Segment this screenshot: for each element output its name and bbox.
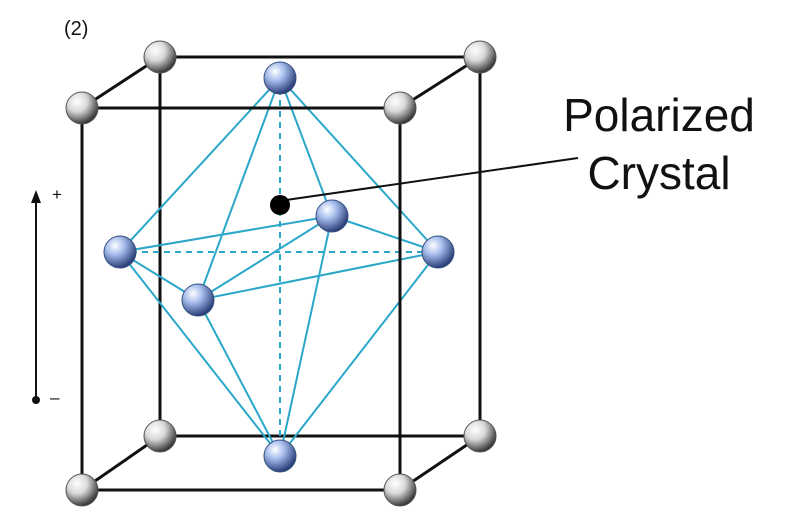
- bond-bottom-left: [119, 251, 281, 457]
- corner-atom-front-top-left: [65, 91, 99, 125]
- octahedron-atom-left: [103, 235, 137, 269]
- bond-bottom-front: [197, 299, 281, 457]
- callout-label: Polarized Crystal: [528, 86, 790, 202]
- polarization-minus-label: –: [50, 388, 60, 407]
- bond-front-back: [197, 215, 333, 301]
- polarization-arrow: [31, 190, 41, 404]
- callout-line-1: Polarized: [563, 89, 755, 141]
- bond-left-back: [119, 215, 333, 253]
- figure-label: (2): [64, 18, 89, 40]
- polarization-arrow-tail-dot: [32, 396, 40, 404]
- bond-front-right: [197, 251, 439, 301]
- corner-atoms: [65, 40, 497, 507]
- corner-atom-back-top-right: [463, 40, 497, 74]
- bond-bottom-back: [279, 215, 333, 457]
- bond-top-left: [119, 77, 281, 253]
- back-face: [158, 55, 482, 438]
- octahedron-atom-top: [263, 61, 297, 95]
- octahedron-dashed-lines: [120, 78, 438, 456]
- central-atom: [270, 195, 290, 215]
- corner-atom-back-bottom-right: [463, 419, 497, 453]
- octahedron-atom-front: [181, 283, 215, 317]
- octahedron-atoms: [103, 61, 455, 473]
- bond-back-right: [331, 215, 439, 253]
- bond-bottom-right: [279, 251, 439, 457]
- polarization-plus-label: +: [52, 185, 62, 204]
- corner-atom-front-bottom-left: [65, 473, 99, 507]
- octahedron-atom-back: [315, 199, 349, 233]
- bond-top-back: [279, 77, 333, 217]
- corner-atom-front-bottom-right: [383, 473, 417, 507]
- corner-atom-front-top-right: [383, 91, 417, 125]
- corner-atom-back-bottom-left: [143, 419, 177, 453]
- callout-leader-line: [285, 157, 579, 201]
- corner-atom-back-top-left: [143, 40, 177, 74]
- polarization-arrow-head: [31, 190, 41, 203]
- callout-line-2: Crystal: [587, 147, 731, 199]
- front-face: [80, 106, 402, 492]
- octahedron-atom-bottom: [263, 439, 297, 473]
- bond-top-front: [197, 77, 281, 301]
- octahedron-bonds: [119, 77, 439, 457]
- octahedron-atom-right: [421, 235, 455, 269]
